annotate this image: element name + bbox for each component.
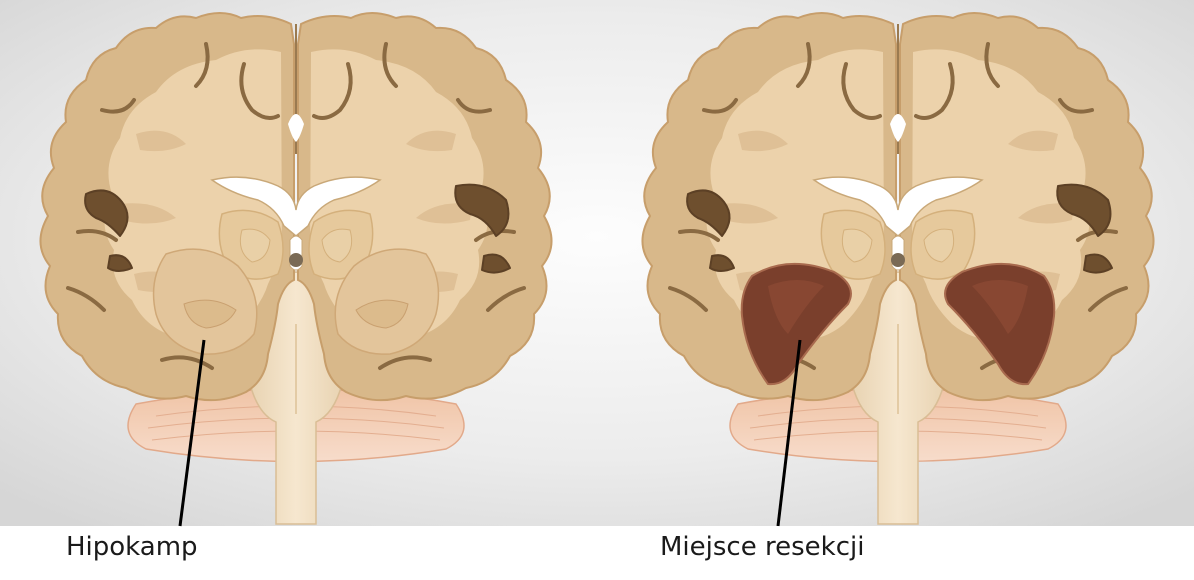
hippocampus-label: Hipokamp [66, 534, 198, 560]
resection-site-label: Miejsce resekcji [660, 534, 864, 560]
